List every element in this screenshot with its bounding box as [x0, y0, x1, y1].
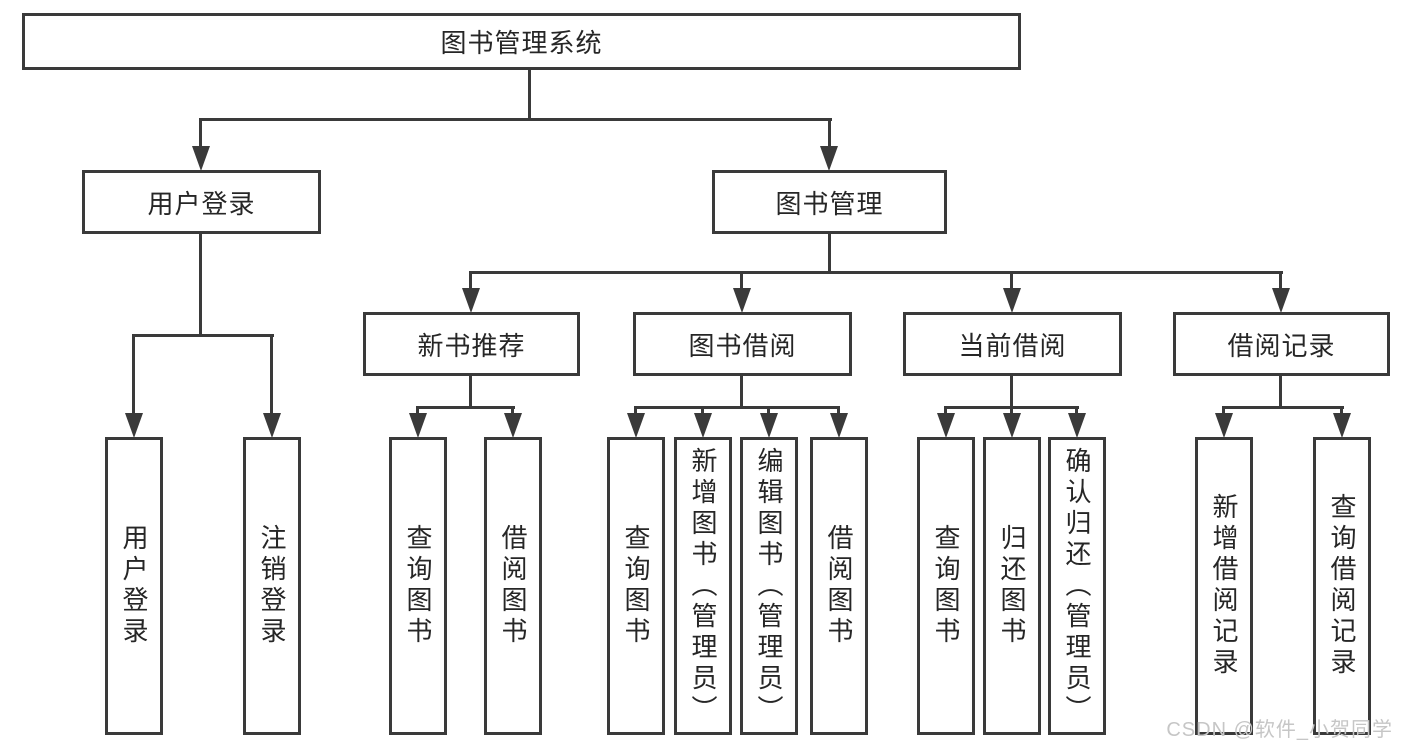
- leaf-label: 借阅图书: [824, 524, 854, 648]
- leaf-label: 新增借阅记录: [1209, 493, 1239, 679]
- connector-current-stub: [1010, 376, 1013, 408]
- connector-book-stub: [828, 234, 831, 273]
- node-book-borrow: 图书借阅: [633, 312, 852, 376]
- connector-leaf-drop: [767, 406, 770, 416]
- connector-user-horizontal: [132, 334, 274, 337]
- connector-to-borrow-records: [1279, 271, 1282, 288]
- node-book-management: 图书管理: [712, 170, 947, 234]
- connector-leaf-drop: [1222, 406, 1225, 416]
- connector-records-stub: [1279, 376, 1282, 408]
- leaf-label: 查询借阅记录: [1327, 493, 1357, 679]
- leaf-query-books-recommend: 查询图书: [389, 437, 447, 735]
- node-label: 图书管理系统: [440, 28, 603, 58]
- csdn-watermark: CSDN @软件_小贺同学: [1166, 719, 1393, 741]
- leaf-confirm-return-admin: 确认归还（管理员）: [1048, 437, 1106, 735]
- connector-recommend-horizontal: [416, 406, 515, 409]
- leaf-label: 用户登录: [119, 524, 149, 648]
- arrow-down-icon: [504, 413, 522, 438]
- connector-records-horizontal: [1222, 406, 1344, 409]
- node-user-login-branch: 用户登录: [82, 170, 321, 234]
- connector-borrow-horizontal: [634, 406, 840, 409]
- connector-to-new-book-recommend: [469, 271, 472, 288]
- leaf-query-books-current: 查询图书: [917, 437, 975, 735]
- node-label: 借阅记录: [1227, 330, 1336, 361]
- node-label: 用户登录: [147, 188, 256, 219]
- node-label: 当前借阅: [958, 330, 1067, 361]
- arrow-down-icon: [820, 146, 838, 171]
- arrow-down-icon: [694, 413, 712, 438]
- connector-root-horizontal: [199, 118, 832, 121]
- node-borrow-records: 借阅记录: [1173, 312, 1390, 376]
- leaf-label: 确认归还（管理员）: [1062, 446, 1092, 726]
- connector-book-horizontal: [469, 271, 1283, 274]
- node-current-borrow: 当前借阅: [903, 312, 1122, 376]
- connector-leaf-drop: [416, 406, 419, 416]
- arrow-down-icon: [263, 413, 281, 438]
- arrow-down-icon: [1003, 288, 1021, 313]
- connector-leaf-drop: [1010, 406, 1013, 416]
- leaf-label: 借阅图书: [498, 524, 528, 648]
- arrow-down-icon: [937, 413, 955, 438]
- leaf-edit-books-admin: 编辑图书（管理员）: [740, 437, 798, 735]
- arrow-down-icon: [1272, 288, 1290, 313]
- connector-recommend-stub: [469, 376, 472, 408]
- node-library-management-system: 图书管理系统: [22, 13, 1021, 70]
- leaf-add-borrow-record: 新增借阅记录: [1195, 437, 1253, 735]
- connector-to-book-management: [828, 118, 831, 150]
- arrow-down-icon: [192, 146, 210, 171]
- leaf-add-books-admin: 新增图书（管理员）: [674, 437, 732, 735]
- connector-user-stub: [199, 234, 202, 336]
- leaf-label: 查询图书: [621, 524, 651, 648]
- node-label: 图书借阅: [688, 330, 797, 361]
- arrow-down-icon: [462, 288, 480, 313]
- connector-leaf-drop: [634, 406, 637, 416]
- connector-borrow-stub: [740, 376, 743, 408]
- connector-leaf-drop: [1075, 406, 1078, 416]
- arrow-down-icon: [1003, 413, 1021, 438]
- node-label: 新书推荐: [417, 330, 526, 361]
- arrow-down-icon: [760, 413, 778, 438]
- leaf-label: 查询图书: [931, 524, 961, 648]
- connector-root-stub: [528, 69, 531, 120]
- arrow-down-icon: [1068, 413, 1086, 438]
- arrow-down-icon: [1215, 413, 1233, 438]
- leaf-user-login: 用户登录: [105, 437, 163, 735]
- connector-to-leaf-user-login: [132, 334, 135, 414]
- leaf-query-books-borrow: 查询图书: [607, 437, 665, 735]
- connector-leaf-drop: [1340, 406, 1343, 416]
- leaf-borrow-books-recommend: 借阅图书: [484, 437, 542, 735]
- leaf-label: 新增图书（管理员）: [688, 446, 718, 726]
- node-label: 图书管理: [775, 188, 884, 219]
- arrow-down-icon: [627, 413, 645, 438]
- leaf-return-books: 归还图书: [983, 437, 1041, 735]
- arrow-down-icon: [125, 413, 143, 438]
- leaf-label: 注销登录: [257, 524, 287, 648]
- connector-leaf-drop: [511, 406, 514, 416]
- leaf-borrow-books: 借阅图书: [810, 437, 868, 735]
- leaf-logout: 注销登录: [243, 437, 301, 735]
- connector-to-user-login: [199, 118, 202, 150]
- connector-leaf-drop: [837, 406, 840, 416]
- arrow-down-icon: [1333, 413, 1351, 438]
- connector-to-current-borrow: [1010, 271, 1013, 288]
- connector-to-leaf-logout: [270, 334, 273, 414]
- leaf-label: 查询图书: [403, 524, 433, 648]
- leaf-label: 编辑图书（管理员）: [754, 446, 784, 726]
- arrow-down-icon: [409, 413, 427, 438]
- node-new-book-recommend: 新书推荐: [363, 312, 580, 376]
- leaf-query-borrow-record: 查询借阅记录: [1313, 437, 1371, 735]
- connector-leaf-drop: [944, 406, 947, 416]
- arrow-down-icon: [830, 413, 848, 438]
- connector-to-book-borrow: [740, 271, 743, 288]
- arrow-down-icon: [733, 288, 751, 313]
- connector-leaf-drop: [701, 406, 704, 416]
- leaf-label: 归还图书: [997, 524, 1027, 648]
